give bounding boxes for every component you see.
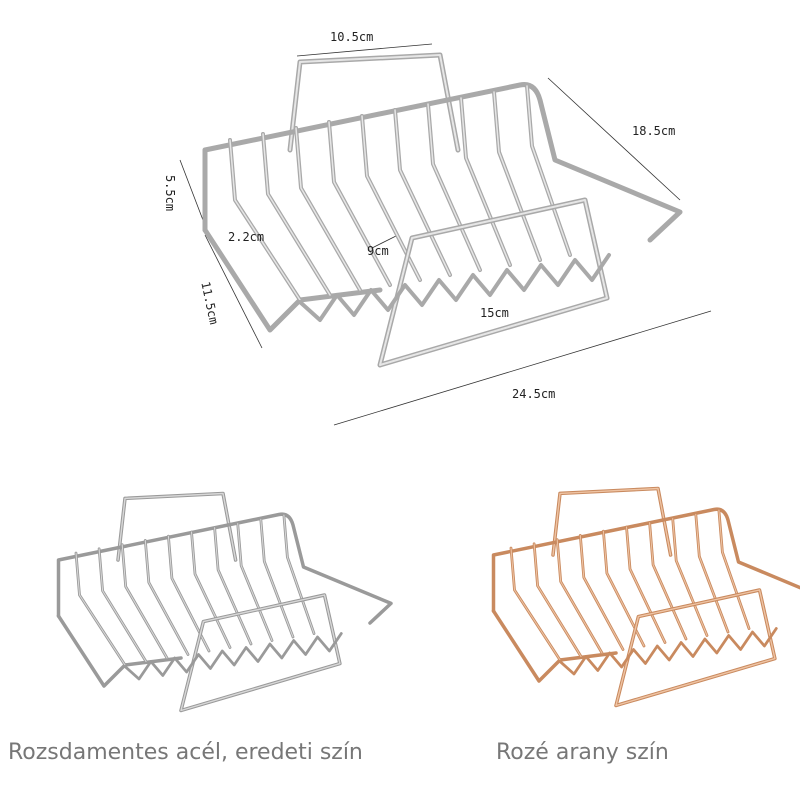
rack-frame xyxy=(491,507,800,613)
rack-front-foot-shine xyxy=(180,594,341,712)
stainless-rack-image xyxy=(56,491,393,713)
rack-zigzag xyxy=(558,627,778,676)
rack-rung-shine xyxy=(98,548,147,663)
rack-frame xyxy=(202,82,683,243)
rack-rung-shine xyxy=(510,547,561,661)
dim-height: 5.5cm xyxy=(163,174,178,212)
rack-rung-shine xyxy=(262,133,331,296)
rack-back-handle-shine xyxy=(289,54,459,151)
rack-rung-shine xyxy=(625,526,666,644)
rack-rung-shine xyxy=(144,539,189,656)
rack-back-handle-shine xyxy=(117,492,237,561)
rack-rung-shine xyxy=(533,543,582,658)
rack-rung-shine xyxy=(167,535,210,652)
main-rack-drawing xyxy=(202,52,683,368)
rack-zigzag xyxy=(123,632,343,681)
dim-side-length: 18.5cm xyxy=(632,124,676,138)
rack-rung-shine xyxy=(602,530,645,647)
rack-rung-shine xyxy=(214,527,252,645)
rack-rung-shine xyxy=(556,539,603,654)
rack-rung-shine xyxy=(649,522,687,640)
rack-rung-shine xyxy=(695,513,729,633)
rack-left-base xyxy=(491,609,618,683)
rack-rung xyxy=(532,542,583,658)
rack-rung-shine xyxy=(526,85,571,256)
rack-rung-shine xyxy=(260,518,294,638)
rack-rung xyxy=(259,517,295,639)
rack-rung-shine xyxy=(75,552,126,666)
rack-rung xyxy=(261,132,332,297)
rack-left-base xyxy=(202,227,383,333)
rack-rung-shine xyxy=(394,109,451,276)
dimension-lines xyxy=(179,43,712,426)
rack-rung-shine xyxy=(361,115,421,281)
rack-rung-shine xyxy=(121,544,168,659)
rack-rung-shine xyxy=(579,534,624,651)
rack-rung-shine xyxy=(229,139,301,301)
rack-rung xyxy=(97,547,148,663)
rose-gold-rack-image xyxy=(491,486,800,708)
rack-rung xyxy=(694,512,730,634)
rack-rung-shine xyxy=(283,514,315,635)
rack-rung-shine xyxy=(460,97,511,266)
dim-base-width: 15cm xyxy=(480,306,509,320)
rack-frame xyxy=(56,512,393,625)
rack-left-base xyxy=(56,614,183,688)
rack-rung-shine xyxy=(672,518,708,637)
rack-rung xyxy=(525,84,572,257)
rack-front-foot-shine xyxy=(379,199,608,366)
caption-stainless: Rozsdamentes acél, eredeti szín xyxy=(8,740,363,765)
dim-inner-height: 9cm xyxy=(367,244,389,258)
rack-rung-shine xyxy=(718,509,750,630)
rack-front-foot-shine xyxy=(615,589,776,707)
rack-rung xyxy=(492,90,542,262)
rack-rung-shine xyxy=(493,91,541,261)
rack-rung-shine xyxy=(295,127,361,291)
dim-inner-gap: 2.2cm xyxy=(228,230,265,244)
rack-rung-shine xyxy=(237,523,273,642)
rack-back-handle-shine xyxy=(552,487,672,556)
rack-zigzag xyxy=(298,253,611,322)
dim-top-width: 10.5cm xyxy=(330,30,374,44)
rack-rung-shine xyxy=(190,531,231,649)
caption-rose-gold: Rozé arany szín xyxy=(496,740,669,765)
dim-total-length: 24.5cm xyxy=(512,387,556,401)
rack-rung-shine xyxy=(328,121,391,286)
rack-rung-shine xyxy=(427,103,481,271)
rack-rung xyxy=(717,508,751,630)
rack-rung xyxy=(282,513,316,635)
